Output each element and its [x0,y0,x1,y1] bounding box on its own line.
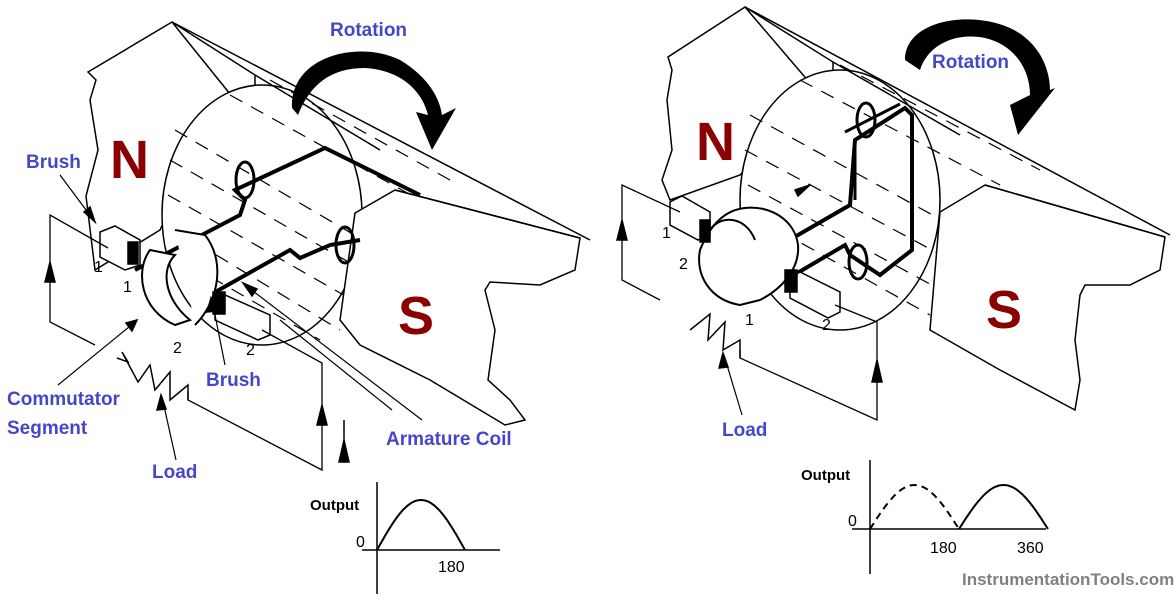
left-output-xtick-180: 180 [438,559,465,576]
left-output-origin-label: 0 [356,534,365,551]
left-segment-num-1: 1 [123,279,132,296]
right-brush-2[interactable] [789,271,841,319]
right-output-xtick-360: 360 [1017,540,1044,557]
left-commutator[interactable] [141,248,193,327]
left-commutator-label-line2: Segment [7,418,88,439]
left-brush-label-bottom: Brush [206,370,261,391]
right-segment-num-2: 2 [679,256,688,273]
left-commutator-label-line1: Commutator [7,389,121,410]
right-south-label: S [986,280,1022,340]
output-series-solid-1-1 [958,483,1049,530]
left-segment-num-2: 2 [173,340,182,357]
left-output-ylabel: Output [310,497,359,514]
right-brush-num-2: 2 [822,317,831,334]
right-output-xtick-180: 180 [930,540,957,557]
left-rotation-label: Rotation [330,20,407,41]
left-north-label: N [110,130,149,190]
right-load-label: Load [722,420,767,441]
right-output-ylabel: Output [801,467,850,484]
left-brush-num-2: 2 [246,342,255,359]
left-generator [44,21,591,472]
right-output-origin-label: 0 [848,513,857,530]
watermark: InstrumentationTools.com [962,570,1174,589]
right-segment-num-1: 1 [745,312,754,329]
right-armature-coil[interactable] [719,105,914,297]
left-brush-label-top: Brush [26,152,81,173]
right-south-pole [929,184,1166,412]
left-rotation-arrow [291,51,456,151]
left-south-pole [339,189,581,426]
right-north-label: N [696,112,735,172]
output-series-solid-0-0 [376,498,466,551]
right-generator [616,6,1171,422]
right-rotation-label: Rotation [932,52,1009,73]
left-brush-num-1: 1 [94,259,103,276]
right-brush-num-1: 1 [662,225,671,242]
right-rotation-arrow [905,19,1055,135]
left-south-label: S [398,286,434,346]
left-load-resistor [116,351,189,402]
output-series-dashed-1-0 [869,483,960,530]
right-output-chart: Output 0 180 360 [801,460,1049,574]
left-load-label: Load [152,462,197,483]
right-load-resistor [689,312,741,358]
left-output-chart: Output 0 180 [310,482,500,594]
left-armature-label: Armature Coil [386,429,512,450]
right-commutator[interactable] [698,206,800,307]
